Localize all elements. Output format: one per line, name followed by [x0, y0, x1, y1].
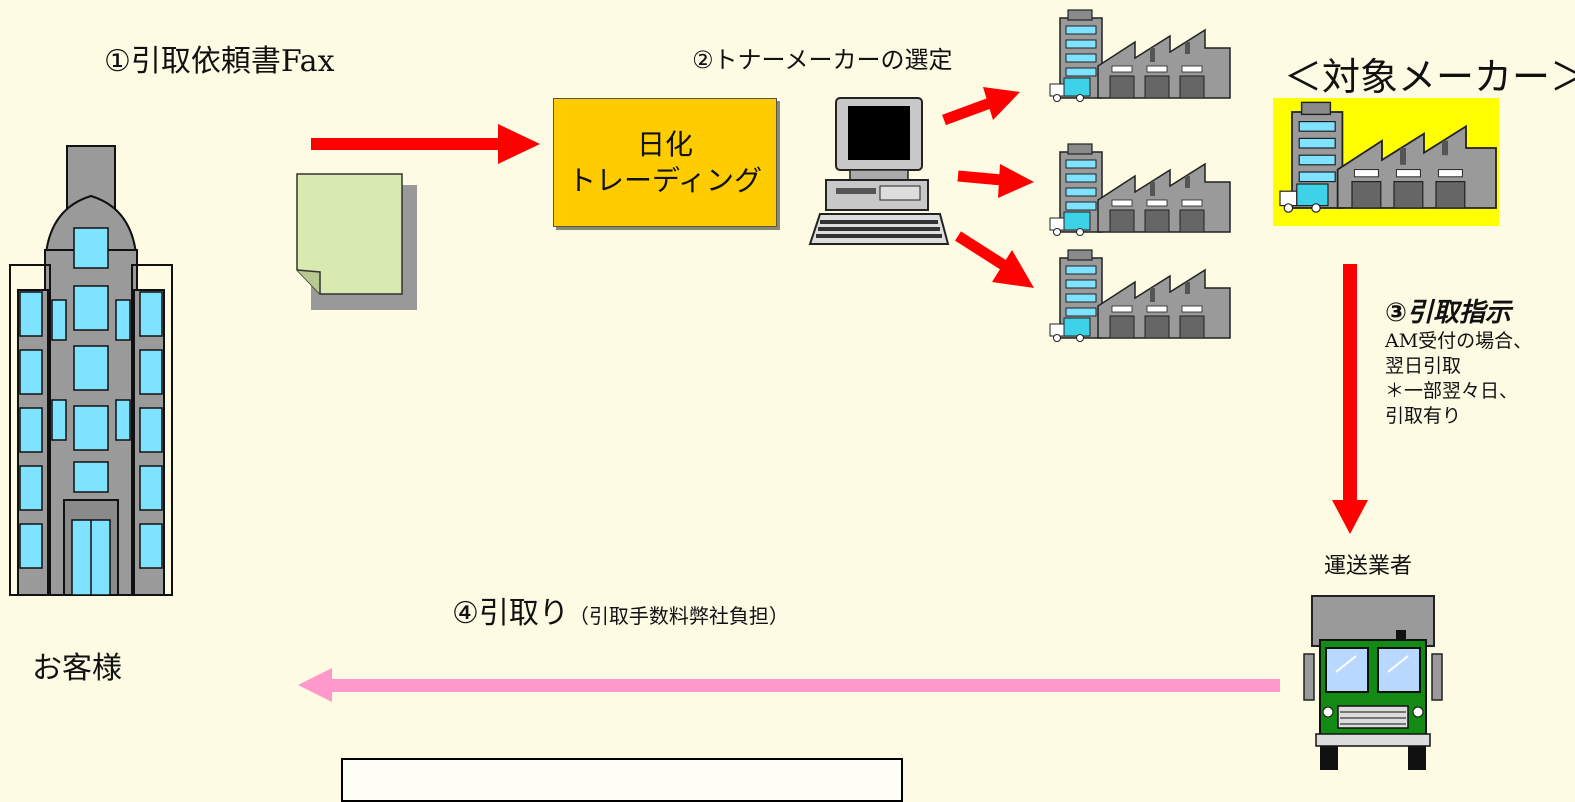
carrier-label: 運送業者	[1324, 554, 1413, 579]
step3-note-line: 引取有り	[1385, 405, 1462, 427]
arrow-select-2	[957, 164, 1034, 198]
step3-note: AM受付の場合、 翌日引取 ＊一部翌々日、 引取有り	[1385, 329, 1532, 429]
arrow-select-3	[955, 231, 1034, 288]
arrow-pickup-instruction	[1332, 264, 1368, 534]
factory-icon	[1049, 9, 1231, 103]
nikka-trading-box: 日化 トレーディング	[553, 98, 777, 227]
step3-note-line: 翌日引取	[1385, 355, 1462, 377]
step3-note-line: ＊一部翌々日、	[1385, 380, 1519, 402]
step3-title: ③引取指示	[1385, 298, 1512, 328]
step1-label: ①引取依頼書Fax	[104, 36, 335, 80]
factory-icon	[1049, 143, 1231, 237]
step2-label: ②トナーメーカーの選定	[692, 46, 953, 74]
factory-icon	[1049, 249, 1231, 343]
step3-label: ③引取指示 AM受付の場合、 翌日引取 ＊一部翌々日、 引取有り	[1385, 292, 1532, 429]
document-icon	[296, 173, 417, 310]
arrow-pickup	[298, 668, 1280, 702]
computer-icon	[808, 97, 950, 245]
target-factory-icon	[1273, 98, 1499, 226]
office-building-icon	[9, 145, 173, 596]
truck-icon	[1303, 595, 1443, 770]
step1-fax: Fax	[280, 44, 335, 79]
step3-note-line: AM受付の場合、	[1385, 330, 1533, 352]
customer-label: お客様	[32, 651, 122, 686]
step4-text: ④引取り	[452, 596, 569, 631]
step4-note: （引取手数料弊社負担）	[568, 604, 789, 628]
diagram-graphics	[9, 9, 1499, 770]
step4-label: ④引取り（引取手数料弊社負担）	[452, 588, 789, 632]
arrow-fax	[311, 124, 540, 164]
arrow-select-1	[942, 87, 1020, 126]
nikka-line2: トレーディング	[567, 163, 763, 197]
target-maker-label: ＜対象メーカー＞	[1284, 55, 1575, 99]
step1-text: ①引取依頼書	[104, 44, 281, 79]
nikka-line1: 日化	[636, 127, 693, 161]
